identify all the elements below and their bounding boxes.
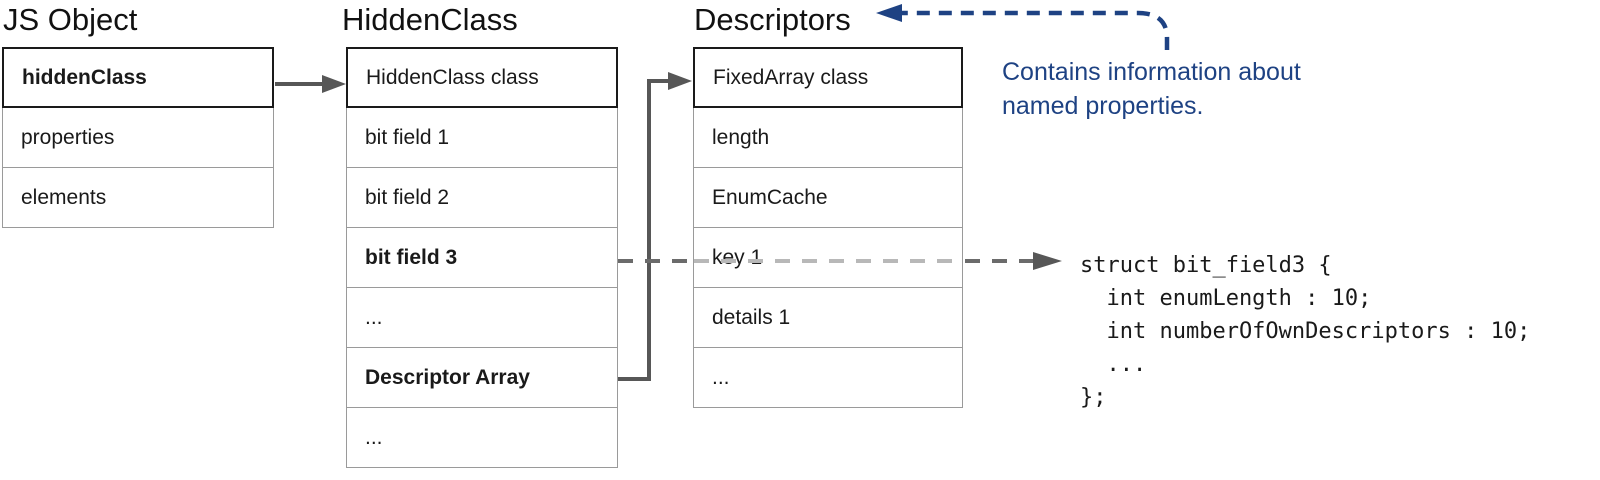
annotation-line-1: Contains information about — [1002, 58, 1301, 86]
annotation-arrowhead-icon — [876, 4, 902, 22]
hidden-class-title: HiddenClass — [342, 2, 518, 37]
descriptor-array-arrow-line — [618, 79, 674, 381]
descriptor-array-to-fixedarray-arrow — [618, 72, 692, 381]
code-line-4: ... — [1080, 352, 1147, 377]
hidden-class-row-bitfield1: bit field 1 — [346, 107, 618, 168]
code-line-5: }; — [1080, 385, 1107, 410]
js-object-row-hiddenclass: hiddenClass — [2, 47, 274, 108]
annotation-arrow-curve — [896, 10, 1170, 50]
hidden-class-row-bitfield3: bit field 3 — [346, 227, 618, 288]
hidden-class-table: HiddenClass class bit field 1 bit field … — [346, 47, 618, 468]
hiddenclass-arrowhead-icon — [322, 75, 346, 93]
js-object-row-properties: properties — [2, 107, 274, 168]
descriptors-row-ellipsis: ... — [693, 347, 963, 408]
code-line-3: int numberOfOwnDescriptors : 10; — [1080, 319, 1531, 344]
descriptors-row-length: length — [693, 107, 963, 168]
hidden-class-row-descriptor-array: Descriptor Array — [346, 347, 618, 408]
js-object-title: JS Object — [3, 2, 138, 37]
annotation-note: Contains information about named propert… — [1002, 55, 1301, 123]
js-object-table: hiddenClass properties elements — [2, 47, 274, 228]
js-object-row-elements: elements — [2, 167, 274, 228]
annotation-line-2: named properties. — [1002, 92, 1204, 120]
hidden-class-row-ellipsis-2: ... — [346, 407, 618, 468]
descriptors-title: Descriptors — [694, 2, 851, 37]
descriptors-table: FixedArray class length EnumCache key 1 … — [693, 47, 963, 408]
hidden-class-row-bitfield2: bit field 2 — [346, 167, 618, 228]
annotation-to-descriptors-arrow — [876, 4, 1170, 50]
hidden-class-row-ellipsis-1: ... — [346, 287, 618, 348]
descriptor-array-arrowhead-icon — [668, 72, 692, 90]
hidden-class-row-class: HiddenClass class — [346, 47, 618, 108]
code-line-2: int enumLength : 10; — [1080, 286, 1372, 311]
descriptors-row-details1: details 1 — [693, 287, 963, 348]
descriptors-row-enumcache: EnumCache — [693, 167, 963, 228]
bitfield3-struct-code: struct bit_field3 { int enumLength : 10;… — [1080, 249, 1530, 414]
descriptors-row-key1: key 1 — [693, 227, 963, 288]
descriptors-row-fixedarray-class: FixedArray class — [693, 47, 963, 108]
hiddenclass-to-hiddenclass-arrow — [275, 75, 346, 93]
code-line-1: struct bit_field3 { — [1080, 253, 1332, 278]
bitfield3-arrowhead-icon — [1033, 252, 1062, 270]
